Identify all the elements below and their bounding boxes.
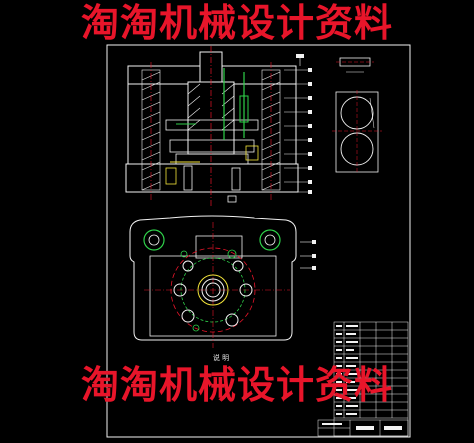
watermark-bottom: 淘淘机械设计资料 <box>80 362 393 407</box>
part-detail-view <box>332 57 382 174</box>
title-block <box>317 321 409 437</box>
title-block-text-marks <box>322 325 402 430</box>
plan-view <box>129 215 297 348</box>
watermark-top: 淘淘机械设计资料 <box>80 0 393 45</box>
part-leaders <box>284 56 312 269</box>
front-section-view <box>125 46 299 206</box>
drawing-border <box>106 44 411 438</box>
part-number-markers <box>296 54 316 270</box>
view-caption: 说 明 <box>212 354 230 362</box>
